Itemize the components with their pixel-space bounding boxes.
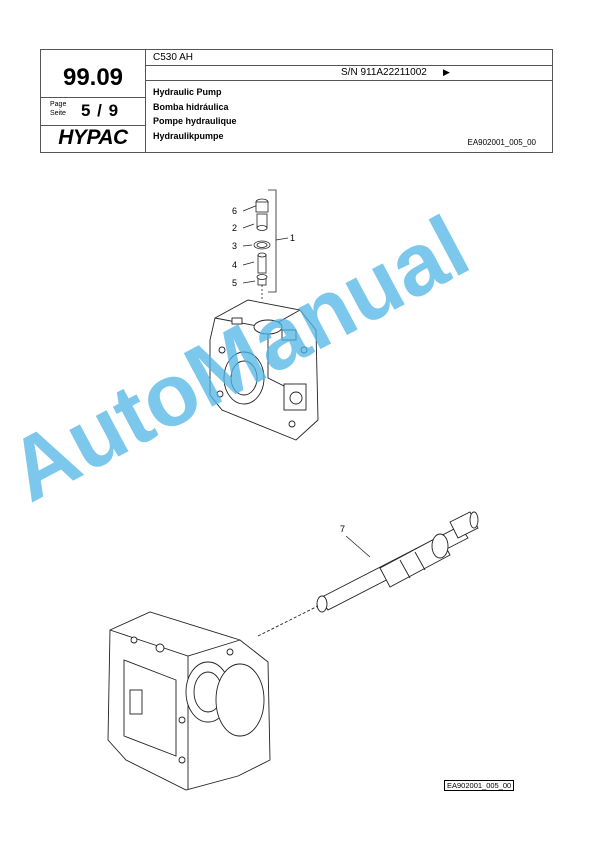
divider: [41, 97, 145, 98]
title-fr: Pompe hydraulique: [153, 116, 237, 126]
footer-reference-code: EA902001_005_00: [444, 780, 515, 791]
drive-shaft: [257, 511, 479, 637]
title-es: Bomba hidráulica: [153, 101, 229, 112]
callout-2: 2: [232, 223, 237, 233]
callout-4: 4: [232, 260, 237, 270]
page-label: Page Seite: [50, 100, 66, 118]
brand-logo: HYPAC: [58, 126, 128, 149]
title-en: Hydraulic Pump: [153, 87, 222, 97]
divider: [41, 125, 145, 126]
callout-7: 7: [340, 524, 345, 534]
serial-number: S/N 911A22211002: [341, 67, 427, 78]
section-number: 99.09: [62, 64, 124, 91]
pump-housing: [107, 611, 271, 791]
page-label-en: Page: [50, 101, 67, 108]
title-de: Hydraulikpumpe: [153, 130, 224, 141]
callout-5: 5: [232, 278, 237, 288]
callout-6: 6: [232, 206, 237, 216]
reference-code: EA902001_005_00: [467, 138, 536, 147]
header-block: C530 AH S/N 911A22211002 ▶ 99.09 Page Se…: [40, 49, 553, 153]
page-label-de: Seite: [50, 110, 66, 117]
title-list: Hydraulic Pump Bomba hidráulica Pompe hy…: [153, 85, 237, 143]
divider: [145, 65, 552, 66]
pump-cover: [209, 299, 319, 441]
model-name: C530 AH: [153, 52, 194, 63]
divider: [145, 50, 146, 152]
small-parts: [253, 198, 271, 300]
page-number: 5 / 9: [81, 101, 120, 120]
divider: [145, 80, 552, 81]
callout-1: 1: [290, 233, 295, 243]
callout-3: 3: [232, 241, 237, 251]
next-arrow-icon: ▶: [443, 67, 450, 77]
